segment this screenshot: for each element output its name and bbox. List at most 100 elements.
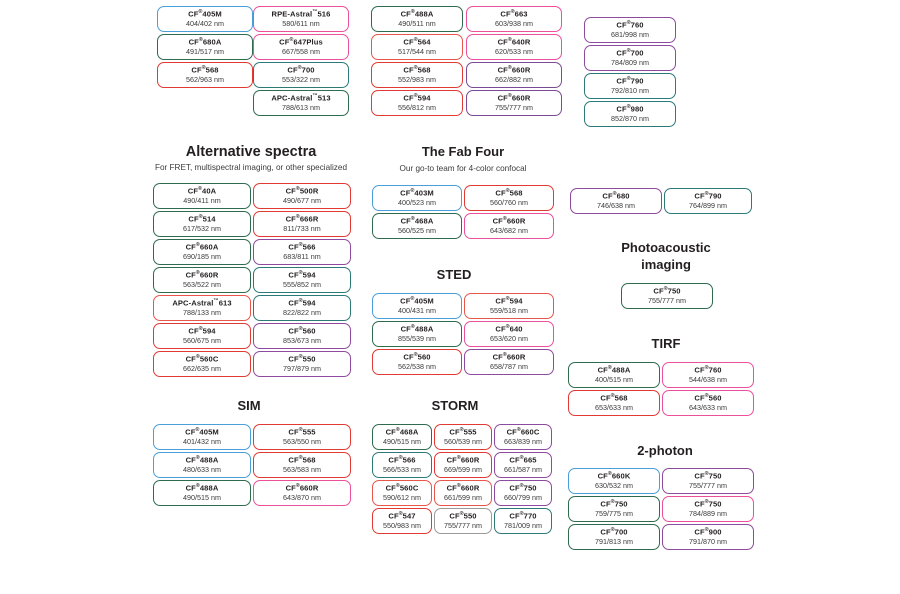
section-title-sim: SIM [237, 398, 261, 413]
dye-name: CF®640 [495, 324, 523, 334]
dye-name: CF®750 [653, 286, 681, 296]
dye-name: CF®405M [188, 9, 222, 19]
section-subtitle-alternative-spectra: For FRET, multispectral imaging, or othe… [154, 163, 348, 172]
section-title-sted: STED [436, 267, 472, 282]
dye-wavelength: 755/777 nm [495, 103, 533, 113]
dye-name: CF®700 [616, 48, 644, 58]
dye-wavelength: 630/532 nm [595, 481, 633, 491]
dye-wavelength: 490/515 nm [183, 493, 221, 503]
dye-name: CF®660R [185, 270, 219, 280]
dye-name: CF®560C [185, 354, 219, 364]
dye-wavelength: 555/852 nm [283, 280, 321, 290]
section-title-fab-four: The Fab Four [421, 144, 505, 159]
dye-wavelength: 559/518 nm [490, 306, 528, 316]
dye-name: CF®468A [385, 427, 419, 437]
dye-name: CF®560 [288, 326, 316, 336]
dye-name: CF®40A [187, 186, 217, 196]
dye-wavelength: 759/775 nm [595, 509, 633, 519]
dye-name: CF®488A [597, 365, 631, 375]
dye-wavelength: 480/633 nm [183, 465, 221, 475]
dye-wavelength: 663/839 nm [504, 437, 542, 447]
dye-wavelength: 491/517 nm [186, 47, 224, 57]
dye-name: CF®640R [497, 37, 531, 47]
dye-wavelength: 653/633 nm [595, 403, 633, 413]
dye-name: CF®488A [185, 455, 219, 465]
